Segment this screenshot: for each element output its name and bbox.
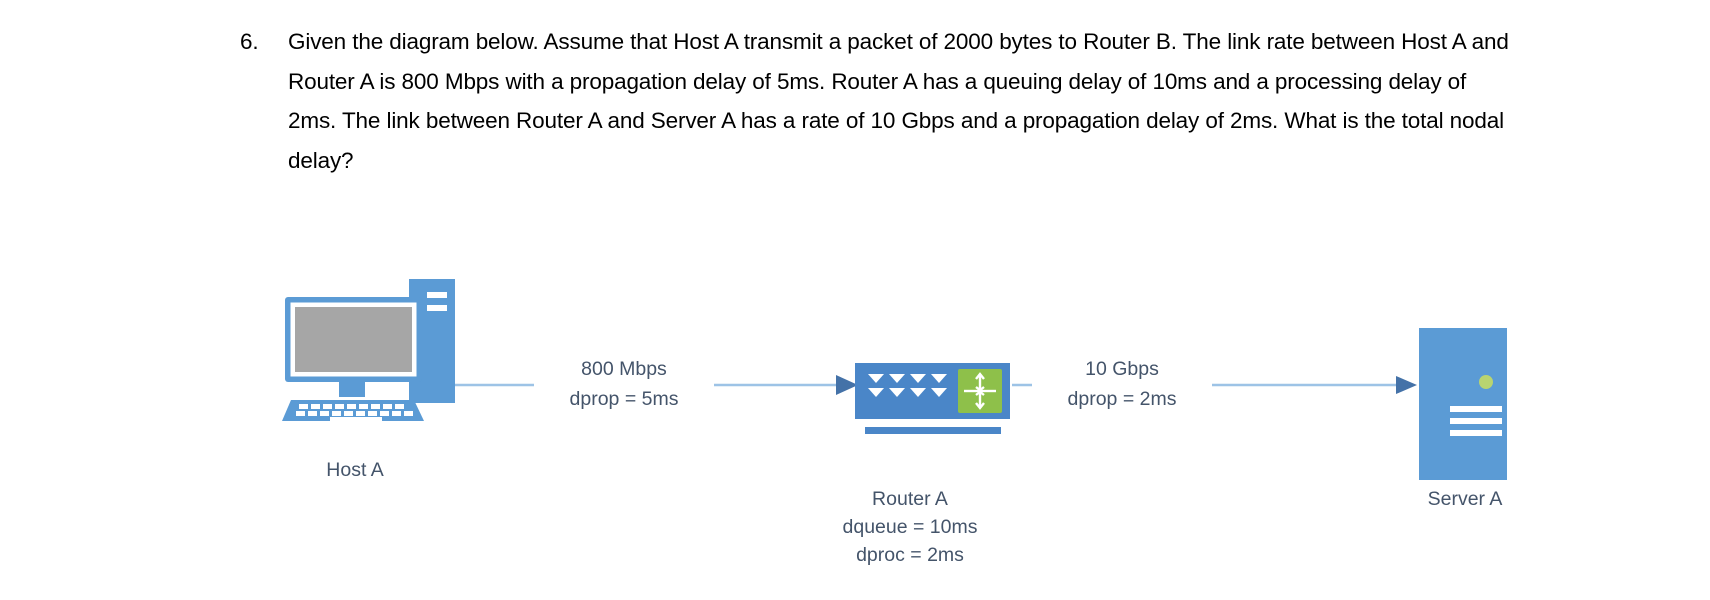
arrowhead-router-server [1396, 376, 1417, 394]
question-text: Given the diagram below. Assume that Hos… [288, 29, 1509, 173]
link1-prop-label: dprop = 5ms [569, 388, 679, 410]
link2-prop-label: dprop = 2ms [1067, 388, 1177, 410]
router-direction-arrows [964, 372, 996, 410]
tower-slot-bottom [427, 305, 447, 311]
server-status-led [1479, 375, 1493, 389]
router-ports [868, 374, 947, 397]
link2-rate-label: 10 Gbps [1085, 358, 1159, 380]
server-bars [1450, 406, 1502, 436]
question-number: 6. [240, 29, 259, 54]
keyboard-keys [296, 404, 413, 421]
link-label-router-to-server: 10 Gbps dprop = 2ms [1032, 354, 1212, 414]
router-a-dproc: dproc = 2ms [856, 544, 964, 566]
link-label-host-to-router: 800 Mbps dprop = 5ms [534, 354, 714, 414]
monitor-neck [339, 382, 365, 397]
desktop-computer-icon [282, 279, 455, 421]
server-icon [1419, 328, 1507, 480]
question-row: 6. Given the diagram below. Assume that … [240, 22, 1520, 180]
arrowhead-host-router [836, 375, 858, 395]
tower-slot-top [427, 292, 447, 298]
link1-rate-label: 800 Mbps [581, 358, 667, 380]
question-block: 6. Given the diagram below. Assume that … [240, 22, 1520, 180]
server-a-label: Server A [1427, 488, 1503, 510]
router-a-dqueue: dqueue = 10ms [842, 516, 978, 538]
server-body [1419, 328, 1507, 480]
router-base [865, 427, 1001, 434]
router-a-name: Router A [872, 488, 948, 510]
host-a-label: Host A [326, 459, 384, 481]
router-a-label-group: Router A dqueue = 10ms dproc = 2ms [760, 485, 1060, 569]
router-icon [855, 363, 1010, 434]
monitor-screen [295, 307, 412, 372]
